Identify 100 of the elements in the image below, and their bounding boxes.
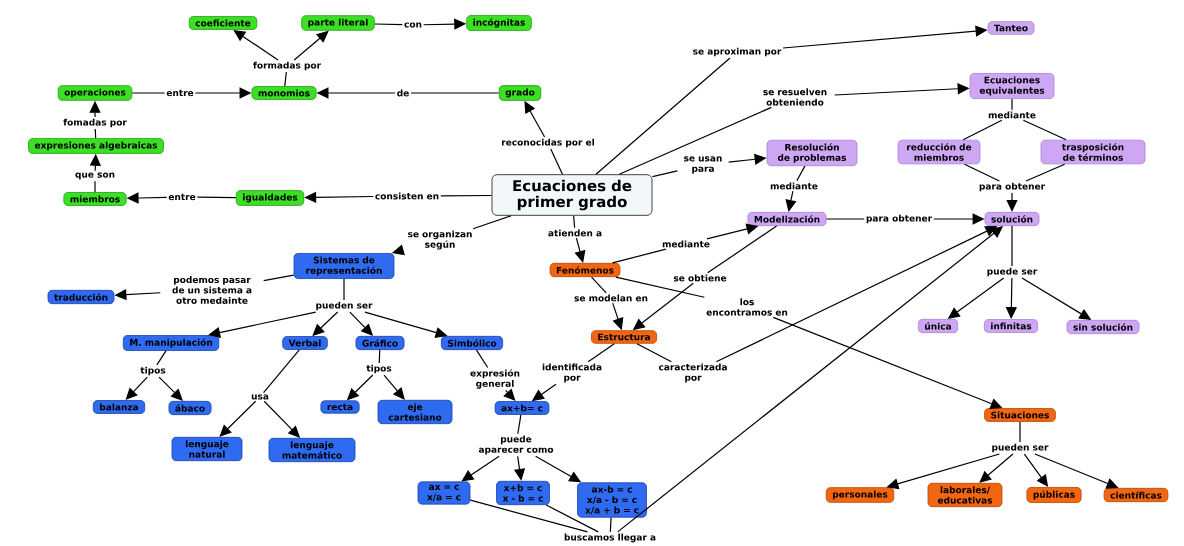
concept-box: incógnitas xyxy=(466,15,532,31)
concept-box: x+b = c x - b = c xyxy=(496,480,550,506)
concept-box: ax = c x/a = c xyxy=(417,481,471,505)
linking-phrase: pueden ser xyxy=(314,300,374,312)
connector-line xyxy=(196,196,237,199)
concept-box: operaciones xyxy=(57,85,133,101)
connector-line xyxy=(825,218,865,220)
concept-box: lenguaje natural xyxy=(171,436,243,462)
linking-phrase: expresión general xyxy=(463,367,527,391)
linking-phrase: tipos xyxy=(138,365,168,377)
linking-phrase: puede aparecer como xyxy=(472,433,560,457)
arrow xyxy=(158,376,183,401)
connector-line xyxy=(374,23,403,26)
concept-box: única xyxy=(917,318,959,334)
arrow xyxy=(1006,192,1018,212)
linking-phrase: identificada por xyxy=(535,361,609,385)
connector-line xyxy=(472,215,512,230)
connector-line xyxy=(475,349,489,369)
connector-line xyxy=(611,248,667,264)
concept-box: lenguaje matemático xyxy=(268,437,356,463)
linking-phrase: se organizan según xyxy=(400,228,480,252)
concept-box: Sistemas de representación xyxy=(293,253,395,279)
concept-box: recta xyxy=(320,400,360,414)
linking-phrase: buscamos llegar a xyxy=(562,532,658,544)
linking-phrase: mediante xyxy=(986,110,1038,120)
linking-phrase: se usan para xyxy=(677,154,729,176)
connector-line xyxy=(343,278,345,301)
concept-box: grado xyxy=(498,85,542,101)
linking-phrase: se obtiene xyxy=(671,273,729,283)
linking-phrase: con xyxy=(402,20,424,30)
concept-box: coeficiente xyxy=(188,16,258,30)
concept-box: traducción xyxy=(47,289,115,305)
connector-line xyxy=(469,499,589,533)
connector-line xyxy=(590,276,607,294)
arrow xyxy=(785,190,797,212)
connector-line xyxy=(156,350,167,366)
concept-box: científicas xyxy=(1103,487,1169,503)
linking-phrase: formadas por xyxy=(251,60,323,72)
connector-line xyxy=(131,92,166,94)
linking-phrase: se modelan en xyxy=(572,293,650,303)
linking-phrase: atienden a xyxy=(546,228,604,238)
linking-phrase: los encontramos en xyxy=(704,296,790,318)
connector-line xyxy=(545,504,599,533)
linking-phrase: de xyxy=(395,88,411,98)
concept-box: ábaco xyxy=(168,400,212,416)
concept-box: parte literal xyxy=(301,15,375,31)
linking-phrase: fomadas por xyxy=(61,117,129,129)
connector-line xyxy=(964,163,1000,182)
connector-line xyxy=(410,92,500,94)
linking-phrase: entre xyxy=(166,192,198,202)
connector-line xyxy=(1019,421,1021,443)
concept-box: igualdades xyxy=(235,190,305,206)
arrow xyxy=(219,400,257,437)
concept-box: infinitas xyxy=(983,319,1039,333)
connector-line xyxy=(1011,98,1013,111)
connector-line xyxy=(550,148,563,175)
concept-box: ax+b= c xyxy=(494,401,550,415)
concept-box: Simbólico xyxy=(441,335,504,351)
linking-phrase: pueden ser xyxy=(990,442,1050,454)
concept-box: sin solución xyxy=(1066,319,1140,335)
connector-line xyxy=(651,170,678,178)
linking-phrase: consisten en xyxy=(373,191,441,201)
concept-box: solución xyxy=(984,211,1040,227)
connector-line xyxy=(962,119,1003,141)
concept-box: públicas xyxy=(1026,487,1082,503)
linking-phrase: que son xyxy=(73,171,117,181)
linking-phrase: podemos pasar de un sistema a otro medainte xyxy=(160,274,264,306)
concept-box: expresiones algebraicas xyxy=(28,138,164,154)
connector-line xyxy=(263,274,295,282)
concept-box: Resolución de problemas xyxy=(766,139,858,167)
connector-line xyxy=(262,349,300,394)
connector-line xyxy=(1011,225,1013,267)
linking-phrase: mediante xyxy=(660,239,712,249)
connector-line xyxy=(440,194,493,197)
concept-box: balanza xyxy=(92,400,146,414)
concept-box: Ecuaciones equivalentes xyxy=(969,73,1055,99)
linking-phrase: reconocidas por el xyxy=(499,137,597,149)
linking-phrase: puede ser xyxy=(985,266,1039,278)
linking-phrase: para obtener xyxy=(977,181,1047,193)
connector-line xyxy=(1025,163,1066,182)
linking-phrase: usa xyxy=(249,392,271,402)
concept-box: miembros xyxy=(63,192,127,206)
concept-box: eje cartesiano xyxy=(377,399,453,425)
connector-line xyxy=(595,57,731,175)
connector-line xyxy=(609,517,612,533)
concept-box: trasposición de términos xyxy=(1040,139,1146,165)
linking-phrase: se aproximan por xyxy=(691,46,783,58)
concept-box: Estructura xyxy=(591,330,657,344)
concept-box: Tanteo xyxy=(987,21,1035,35)
connector-line xyxy=(707,225,778,274)
connector-line xyxy=(587,343,615,363)
linking-phrase: se resuelven obteniendo xyxy=(755,86,835,108)
linking-phrase: entre xyxy=(164,88,196,98)
connector-line xyxy=(284,71,287,87)
connector-line xyxy=(517,414,522,435)
connector-line xyxy=(573,215,576,229)
connector-line xyxy=(378,349,381,364)
concept-box: personales xyxy=(825,487,895,503)
concept-box: ax-b = c x/a - b = c x/a + b = c xyxy=(577,482,647,518)
arrow xyxy=(461,455,500,482)
